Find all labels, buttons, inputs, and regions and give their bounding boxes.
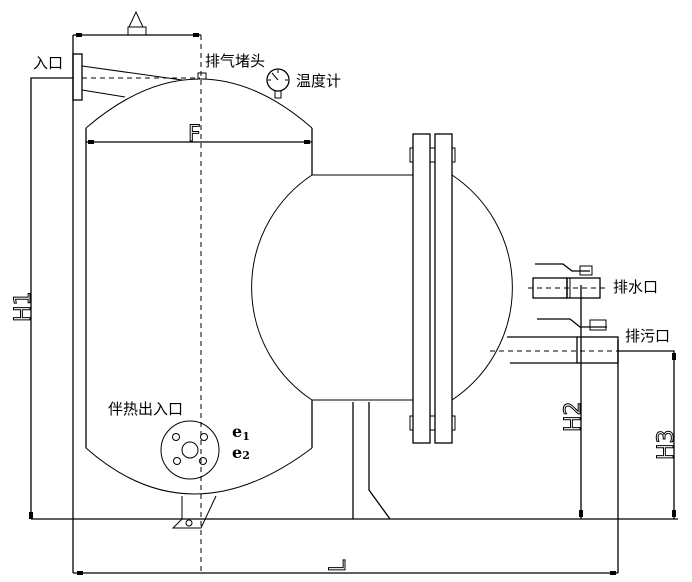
inlet-label: 入口 bbox=[33, 54, 63, 72]
arrow bbox=[672, 353, 676, 360]
thermometer-icon bbox=[266, 68, 290, 99]
heat-tracing-label: 伴热出入口 bbox=[108, 400, 183, 418]
arrow bbox=[672, 510, 676, 517]
arrow bbox=[304, 140, 310, 144]
supports bbox=[171, 402, 391, 529]
arrow bbox=[193, 33, 199, 37]
h2-label: H2 bbox=[561, 401, 586, 432]
drain-water-valve bbox=[528, 263, 607, 299]
drain-water-label: 排水口 bbox=[613, 278, 658, 296]
vertical-vessel bbox=[85, 35, 313, 575]
arrow bbox=[76, 33, 82, 37]
spherical-chamber bbox=[251, 174, 513, 401]
arrow bbox=[88, 140, 94, 144]
arrow bbox=[77, 571, 83, 575]
vent-plug-label: 排气堵头 bbox=[205, 52, 265, 70]
arrow bbox=[610, 571, 616, 575]
inlet-nozzle bbox=[72, 53, 200, 101]
drain-sewage-label: 排污口 bbox=[625, 327, 670, 345]
h3-dim-line bbox=[618, 350, 675, 519]
top-marker-base bbox=[127, 26, 147, 35]
dimension-lines bbox=[29, 10, 678, 575]
flange-pair bbox=[409, 133, 456, 444]
f-label: F bbox=[188, 122, 201, 147]
thermometer-label: 温度计 bbox=[296, 72, 341, 90]
h1-label: H1 bbox=[11, 291, 36, 322]
e2-label: e2 bbox=[232, 443, 250, 462]
arrow bbox=[579, 510, 583, 517]
h3-label: H3 bbox=[654, 429, 679, 460]
arrow bbox=[29, 512, 33, 519]
top-marker-triangle bbox=[128, 10, 144, 28]
e1-label: e1 bbox=[232, 422, 250, 443]
heat-tracing-port bbox=[160, 420, 220, 480]
vent-plug-icon bbox=[197, 72, 207, 80]
h1-dim-line bbox=[30, 77, 73, 519]
l-label: L bbox=[326, 559, 351, 572]
drain-sewage-valve bbox=[490, 318, 619, 364]
